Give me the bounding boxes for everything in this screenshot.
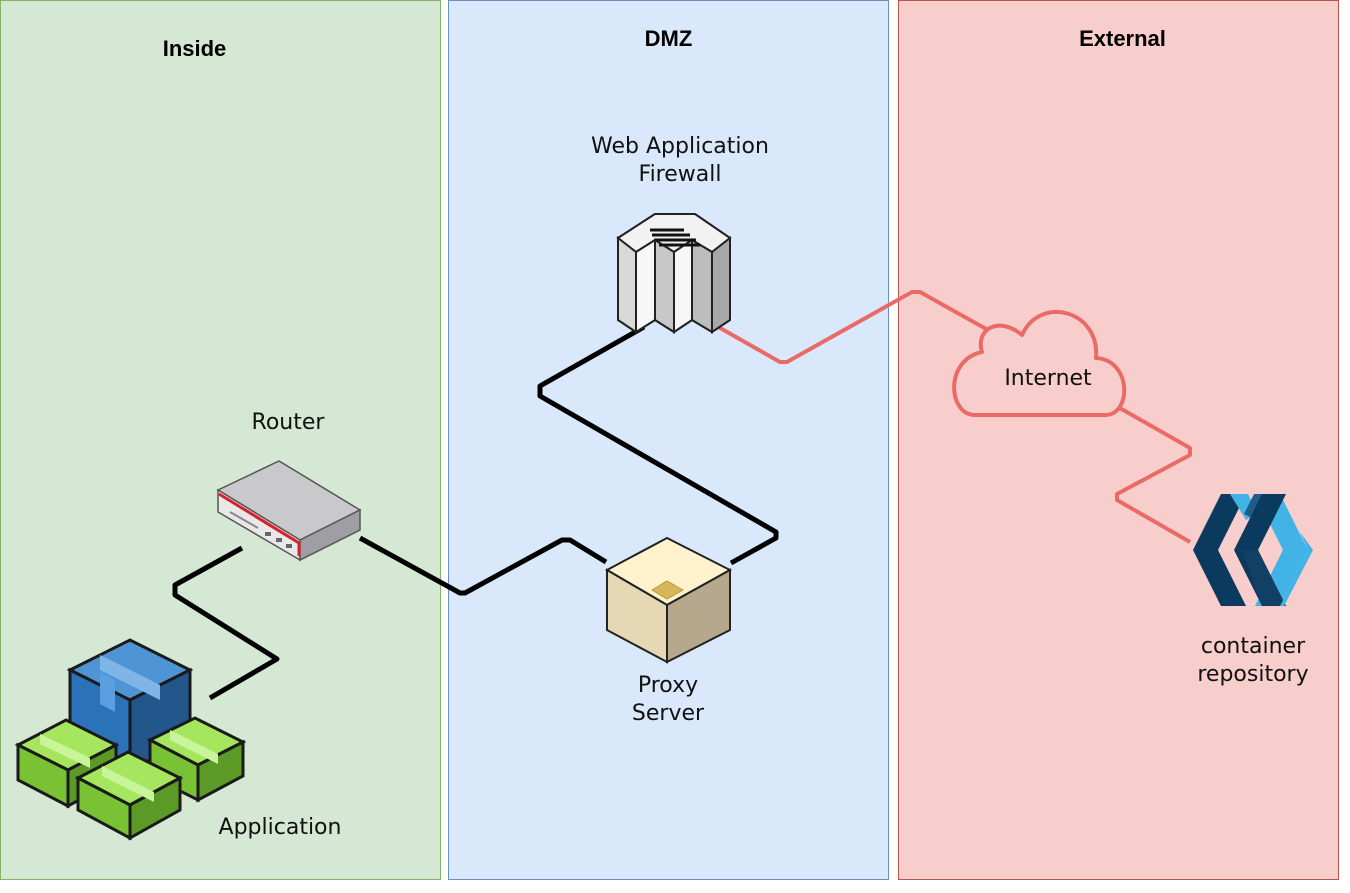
- repository-label-line1: container: [1200, 634, 1306, 659]
- cloud-icon[interactable]: [952, 310, 1127, 417]
- firewall-icon[interactable]: [616, 213, 732, 334]
- proxy-label-line2: Server: [631, 701, 705, 726]
- router-icon[interactable]: [216, 460, 362, 562]
- container-registry-icon[interactable]: [1193, 494, 1313, 606]
- link-router-proxy: [358, 535, 608, 596]
- waf-label: Web Application Firewall: [560, 133, 800, 189]
- proxy-label-line1: Proxy: [637, 673, 699, 698]
- waf-label-line2: Firewall: [638, 162, 722, 187]
- zone-external-title: External: [1079, 26, 1166, 51]
- zone-dmz-title: DMZ: [644, 26, 693, 51]
- zone-external: [898, 0, 1339, 880]
- repository-label-line2: repository: [1197, 662, 1309, 687]
- proxy-server-icon[interactable]: [604, 536, 733, 664]
- link-proxy-waf: [537, 324, 779, 566]
- link-waf-internet: [712, 290, 989, 364]
- zone-inside-title: Inside: [162, 36, 227, 61]
- internet-label: Internet: [1004, 366, 1092, 391]
- application-icon[interactable]: [14, 638, 247, 841]
- repository-label: container repository: [1173, 633, 1333, 689]
- waf-label-line1: Web Application: [591, 134, 769, 159]
- link-internet-repository: [1115, 405, 1192, 544]
- link-application-router: [172, 545, 280, 701]
- zone-dmz: [448, 0, 889, 880]
- proxy-label: Proxy Server: [588, 672, 748, 728]
- application-label: Application: [218, 815, 342, 840]
- router-label: Router: [251, 410, 325, 435]
